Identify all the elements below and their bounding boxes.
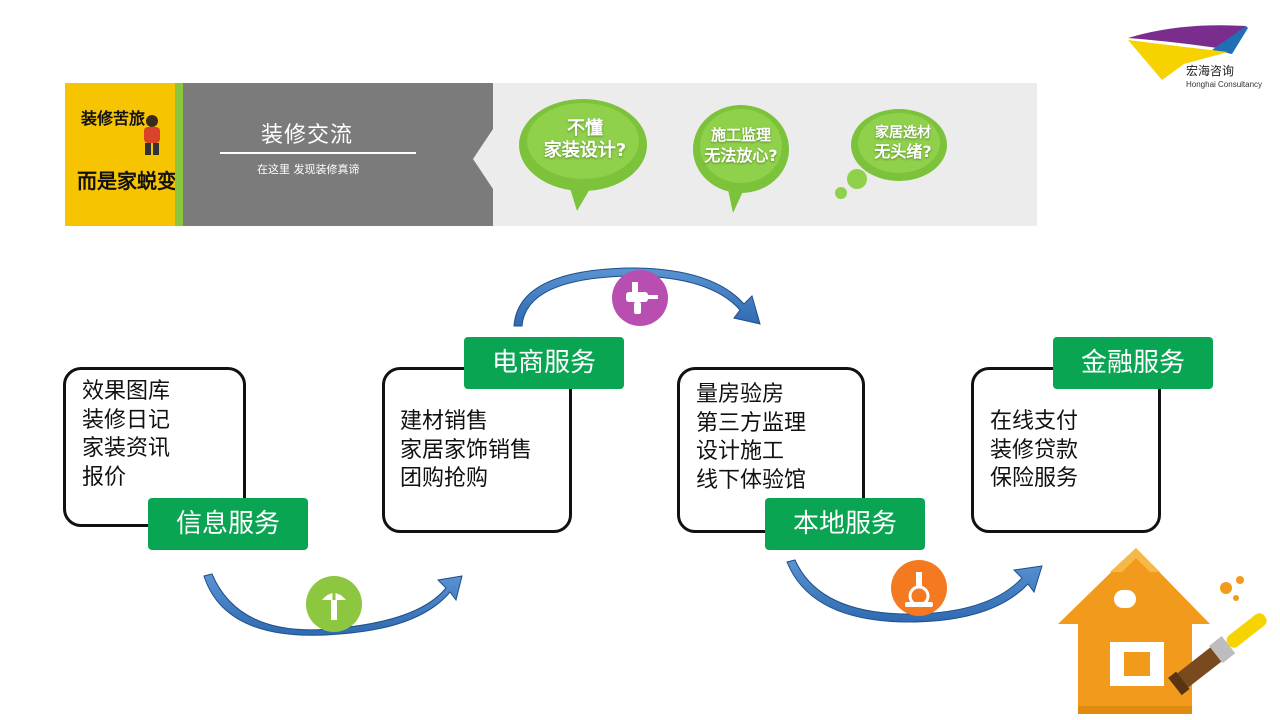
arrow-local-to-finance	[786, 559, 1043, 623]
list-item: 在线支付	[990, 409, 1079, 434]
arrow-info-to-ecommerce	[203, 573, 463, 636]
worker-figure-icon	[144, 115, 160, 155]
banner-divider	[220, 152, 416, 154]
service-local-items: 量房验房 第三方监理 设计施工 线下体验馆	[696, 381, 806, 495]
list-item: 报价	[82, 464, 127, 490]
leaf-bubble-1-icon	[519, 99, 647, 211]
bubble-1-line2: 家装设计?	[543, 140, 627, 161]
banner-notch	[473, 83, 501, 226]
service-info-items: 效果图库 装修日记 家装资讯 报价	[82, 378, 170, 492]
bubble-3-line1: 家居选材	[875, 125, 931, 141]
leaf-bubble-3-icon	[835, 109, 947, 199]
house-paint-icon	[1058, 548, 1267, 714]
label-local-services: 本地服务	[765, 498, 925, 550]
bubble-2-line2: 无法放心?	[704, 146, 778, 165]
banner: 装修苦旅 而是家蜕变 装修交流 在这里 发现装修真谛 不懂 家装设计? 施	[65, 83, 1037, 226]
list-item: 保险服务	[990, 466, 1079, 491]
list-item: 家装资讯	[82, 436, 171, 461]
honghai-logo-icon	[1128, 25, 1248, 80]
list-item: 线下体验馆	[696, 467, 807, 493]
banner-green-strip	[175, 83, 183, 226]
banner-left-panel: 装修苦旅 而是家蜕变	[65, 83, 177, 226]
label-ecommerce-services: 电商服务	[464, 337, 624, 389]
drill-icon	[612, 270, 668, 326]
service-finance-items: 在线支付 装修贷款 保险服务	[990, 408, 1078, 494]
banner-subtitle: 在这里 发现装修真谛	[257, 163, 360, 176]
list-item: 装修贷款	[990, 437, 1079, 463]
list-item: 效果图库	[82, 379, 171, 404]
label-info-services: 信息服务	[148, 498, 308, 550]
arrow-ecommerce-to-local	[513, 267, 761, 327]
cordless-drill-icon	[891, 560, 947, 616]
bubble-1-line1: 不懂	[567, 118, 603, 139]
leaf-bubble-2-icon	[693, 105, 789, 213]
list-item: 量房验房	[696, 382, 785, 407]
list-item: 团购抢购	[400, 466, 489, 491]
bubble-3-line2: 无头绪?	[874, 142, 932, 161]
bubble-2-line1: 施工监理	[710, 126, 771, 144]
banner-title: 装修交流	[261, 123, 354, 148]
label-finance-services: 金融服务	[1053, 337, 1213, 389]
list-item: 设计施工	[696, 439, 785, 464]
service-ecommerce-items: 建材销售 家居家饰销售 团购抢购	[400, 408, 532, 494]
banner-left-text-2: 而是家蜕变	[77, 169, 177, 193]
list-item: 建材销售	[400, 409, 489, 434]
list-item: 装修日记	[82, 407, 171, 433]
banner-right-panel: 不懂 家装设计? 施工监理 无法放心? 家居选材 无头绪?	[473, 83, 1037, 226]
banner-left-text-1: 装修苦旅	[81, 109, 146, 128]
list-item: 家居家饰销售	[400, 437, 533, 463]
logo-name: 宏海咨询	[1186, 64, 1235, 78]
list-item: 第三方监理	[696, 410, 807, 436]
logo-subtitle: Honghai Consultancy	[1186, 80, 1263, 89]
screw-icon	[306, 576, 362, 632]
